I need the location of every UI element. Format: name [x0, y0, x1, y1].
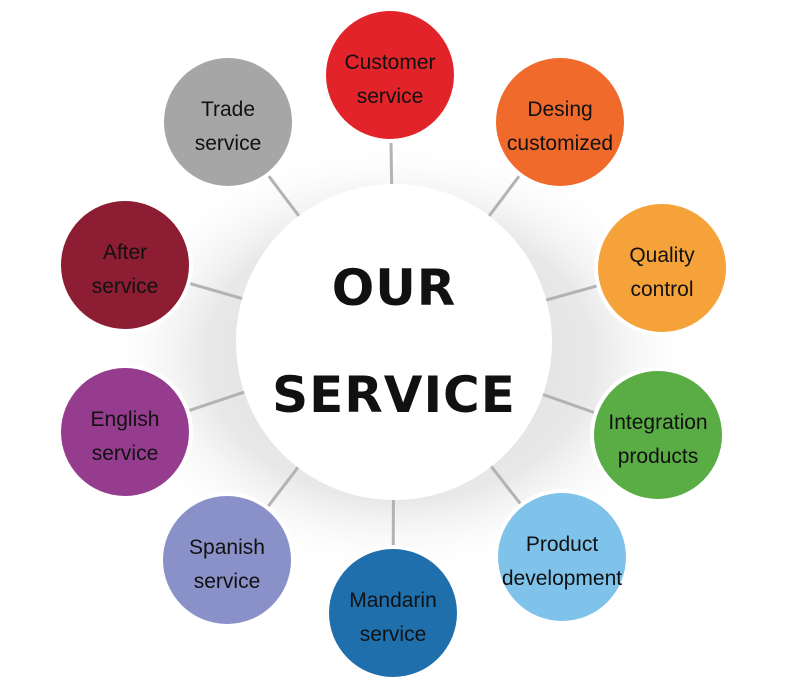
- node-circle-customer-service: [326, 11, 454, 139]
- center-title-line2: SERVICE: [272, 366, 516, 424]
- node-label-line1-spanish-service: Spanish: [189, 536, 265, 559]
- node-label-line1-after-service: After: [103, 241, 147, 264]
- node-desing-customized: Desing customized: [492, 54, 628, 190]
- node-circle-mandarin-service: [329, 549, 457, 677]
- center-circle: [236, 184, 552, 500]
- node-quality-control: Quality control: [594, 200, 730, 336]
- node-label-line2-integration-products: products: [618, 445, 699, 468]
- node-label-line1-trade-service: Trade: [201, 98, 255, 121]
- node-label-line1-product-development: Product: [526, 533, 599, 556]
- node-circle-desing-customized: [496, 58, 624, 186]
- node-circle-quality-control: [598, 204, 726, 332]
- node-circle-after-service: [61, 201, 189, 329]
- node-circle-product-development: [498, 493, 626, 621]
- node-trade-service: Trade service: [160, 54, 296, 190]
- node-english-service: English service: [57, 364, 193, 500]
- node-label-line2-mandarin-service: service: [360, 623, 427, 646]
- center-title-line1: OUR: [332, 259, 457, 317]
- node-label-line1-mandarin-service: Mandarin: [349, 589, 437, 612]
- node-integration-products: Integration products: [590, 367, 726, 503]
- node-label-line1-integration-products: Integration: [608, 411, 707, 434]
- node-label-line2-english-service: service: [92, 442, 159, 465]
- node-label-line2-trade-service: service: [195, 132, 262, 155]
- node-label-line2-customer-service: service: [357, 85, 424, 108]
- node-circle-trade-service: [164, 58, 292, 186]
- node-after-service: After service: [57, 197, 193, 333]
- node-label-line1-customer-service: Customer: [344, 51, 435, 74]
- node-circle-integration-products: [594, 371, 722, 499]
- node-label-line2-quality-control: control: [630, 278, 693, 301]
- node-customer-service: Customer service: [322, 7, 458, 143]
- service-nodes: CustomerserviceDesingcustomizedQualityco…: [57, 7, 730, 681]
- node-label-line1-english-service: English: [91, 408, 160, 431]
- node-product-development: Product development: [494, 489, 630, 625]
- node-circle-spanish-service: [163, 496, 291, 624]
- node-label-line1-desing-customized: Desing: [527, 98, 592, 121]
- node-label-line2-product-development: development: [502, 567, 622, 590]
- node-label-line2-after-service: service: [92, 275, 159, 298]
- node-label-line1-quality-control: Quality: [629, 244, 695, 267]
- node-label-line2-spanish-service: service: [194, 570, 261, 593]
- node-spanish-service: Spanish service: [159, 492, 295, 628]
- node-label-line2-desing-customized: customized: [507, 132, 613, 155]
- node-circle-english-service: [61, 368, 189, 496]
- node-mandarin-service: Mandarin service: [325, 545, 461, 681]
